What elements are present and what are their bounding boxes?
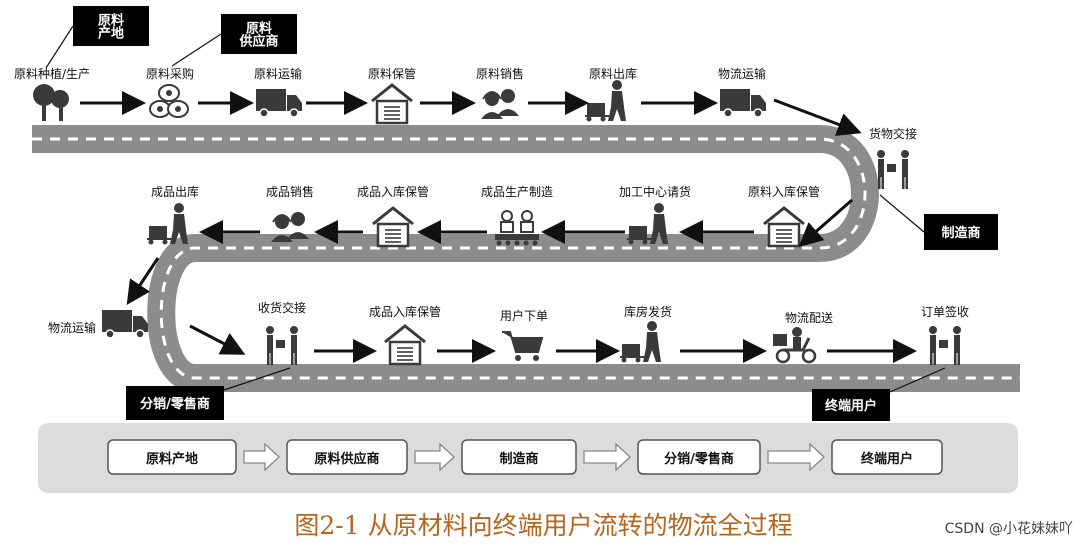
customer-service-icon xyxy=(271,212,309,242)
callout-leader xyxy=(889,367,946,393)
callout-supplier-text: 供应商 xyxy=(238,34,278,50)
flow-arrow xyxy=(126,257,160,305)
handover-icon xyxy=(877,150,909,189)
chain-node xyxy=(461,439,577,475)
row2-step-label: 成品生产制造 xyxy=(481,185,553,199)
chain-arrow xyxy=(243,442,280,472)
row1-step-label: 原料销售 xyxy=(476,66,524,81)
row2-step-label: 原料入库保管 xyxy=(748,184,820,199)
worker-cart-icon xyxy=(585,80,626,122)
row2-step-label: 成品入库保管 xyxy=(357,184,429,199)
road xyxy=(32,122,1020,395)
callout-box xyxy=(73,6,149,46)
chain-node-label: 原料产地 xyxy=(146,451,198,467)
row3-step-label: 成品入库保管 xyxy=(369,304,441,319)
truck-icon xyxy=(102,310,148,339)
row3-step-label: 收货交接 xyxy=(258,300,306,315)
row1-step-label: 原料运输 xyxy=(254,66,302,81)
callout-leader xyxy=(879,194,925,233)
warehouse-icon xyxy=(763,206,805,248)
callout-distributor-text: 分销/零售商 xyxy=(140,396,210,412)
worker-cart-icon xyxy=(627,203,668,245)
row1-step-label: 物流运输 xyxy=(718,66,766,81)
row1-step-label: 原料出库 xyxy=(589,66,637,81)
callout-box xyxy=(924,214,998,250)
callout-end_user-text: 终端用户 xyxy=(825,398,877,414)
chain-arrow xyxy=(583,442,631,472)
row1-step-label: 原料保管 xyxy=(368,66,416,81)
production-line-icon xyxy=(495,210,539,246)
flow-arrow xyxy=(773,98,862,136)
row2-step-label: 成品出库 xyxy=(151,184,199,199)
row3-start-label: 物流运输 xyxy=(48,320,96,335)
worker-cart-icon xyxy=(147,203,188,245)
figure-caption: 图2-1 从原材料向终端用户流转的物流全过程 xyxy=(294,511,793,540)
chain-node xyxy=(107,439,237,475)
callout-box xyxy=(221,14,297,54)
chain-node-label: 原料供应商 xyxy=(314,451,379,467)
callout-leader xyxy=(45,25,74,69)
callout-origin-text: 产地 xyxy=(98,26,124,42)
chain-arrow xyxy=(414,442,455,472)
delivery-scooter-icon xyxy=(773,327,817,364)
truck-icon xyxy=(720,89,766,118)
chain-node xyxy=(286,439,408,475)
row2-step-label: 加工中心请货 xyxy=(619,184,691,199)
callout-origin-text: 原料 xyxy=(98,12,124,28)
chain-node xyxy=(831,439,943,475)
chain-node-label: 分销/零售商 xyxy=(664,451,734,467)
worker-cart-icon xyxy=(620,321,661,363)
chain-arrow xyxy=(767,442,825,472)
truck-icon xyxy=(256,89,302,118)
handover-label: 货物交接 xyxy=(869,126,917,141)
callout-supplier-text: 原料 xyxy=(246,20,272,36)
row3-step-label: 库房发货 xyxy=(624,304,672,319)
row3-step-label: 物流配送 xyxy=(785,310,833,325)
warehouse-icon xyxy=(384,324,426,366)
row1-step-label: 原料采购 xyxy=(146,66,194,81)
chain-node-label: 终端用户 xyxy=(861,451,913,467)
callout-leader xyxy=(223,367,291,391)
flow-arrow xyxy=(189,324,246,355)
row3-step-label: 订单签收 xyxy=(921,304,969,319)
row3-step-label: 用户下单 xyxy=(500,308,548,323)
shopping-cart-icon xyxy=(502,331,544,361)
row2-step-label: 成品销售 xyxy=(266,184,314,199)
customer-service-icon xyxy=(481,89,519,119)
warehouse-icon xyxy=(371,83,413,125)
chain-node-label: 制造商 xyxy=(499,451,538,467)
materials-icon xyxy=(149,84,189,118)
handover-icon xyxy=(266,326,298,365)
callout-box xyxy=(812,389,890,421)
callout-box xyxy=(126,386,224,420)
flow-arrow xyxy=(798,198,853,247)
callout-leader xyxy=(171,33,222,67)
warehouse-icon xyxy=(372,206,414,248)
chain-node xyxy=(637,439,761,475)
tree-icon xyxy=(33,84,69,121)
watermark: CSDN @小花妹妹吖 xyxy=(944,521,1073,537)
row1-step-label: 原料种植/生产 xyxy=(14,66,90,81)
callout-manufacturer-text: 制造商 xyxy=(941,225,980,241)
handover-icon xyxy=(929,326,961,365)
